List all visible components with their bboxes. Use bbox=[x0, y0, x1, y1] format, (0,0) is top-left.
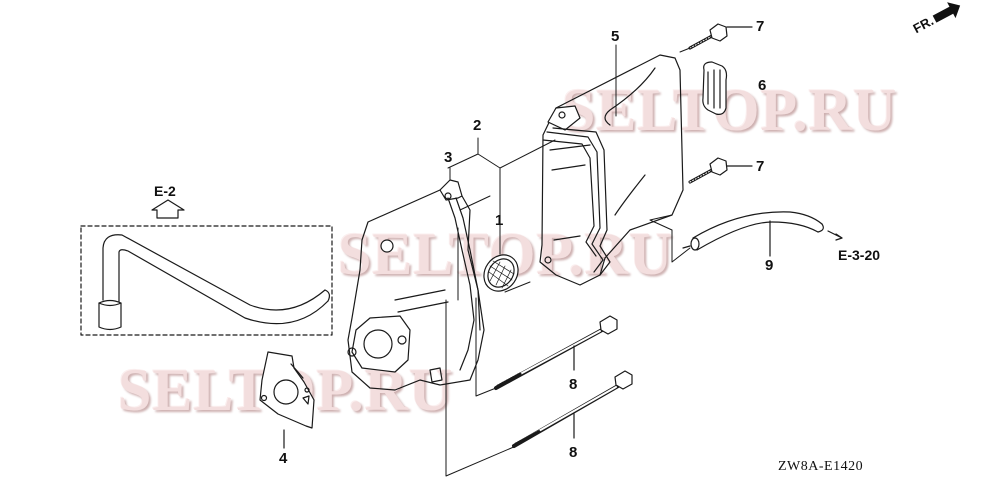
reference-e3-20: E-3-20 bbox=[838, 247, 881, 263]
callout-5: 5 bbox=[611, 28, 620, 45]
callout-3: 3 bbox=[444, 149, 453, 166]
callout-8-upper: 8 bbox=[569, 376, 578, 393]
callout-7-upper: 7 bbox=[756, 18, 765, 35]
reference-e2: E-2 bbox=[154, 183, 176, 199]
callout-6: 6 bbox=[758, 77, 767, 94]
tube-e2-group bbox=[80, 199, 333, 336]
callout-7-lower: 7 bbox=[756, 158, 765, 175]
case-housing-drawing bbox=[347, 179, 485, 391]
flange-bolt-upper-drawing bbox=[688, 23, 753, 50]
callout-1: 1 bbox=[495, 212, 504, 229]
diagram-code: ZW8A-E1420 bbox=[778, 459, 864, 474]
cover-drawing bbox=[539, 54, 684, 286]
breather-tube-drawing bbox=[682, 211, 843, 257]
mesh-filter-drawing bbox=[483, 254, 519, 292]
leader-lines bbox=[445, 44, 691, 477]
callout-2: 2 bbox=[473, 117, 482, 134]
long-bolt-upper-drawing bbox=[494, 315, 618, 390]
callout-4: 4 bbox=[279, 450, 288, 467]
callout-8-lower: 8 bbox=[569, 444, 578, 461]
callout-9: 9 bbox=[765, 257, 774, 274]
grommet-drawing bbox=[702, 61, 728, 115]
gasket-drawing bbox=[259, 351, 315, 449]
long-bolt-lower-drawing bbox=[512, 370, 633, 448]
flange-bolt-lower-drawing bbox=[688, 157, 753, 184]
